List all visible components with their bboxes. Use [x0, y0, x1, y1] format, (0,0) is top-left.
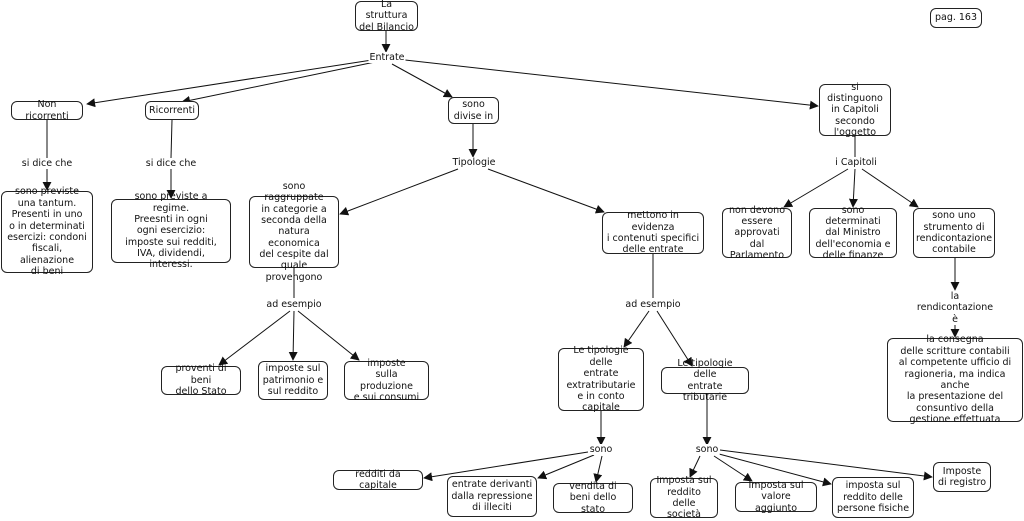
edge-sono-registro [719, 449, 933, 481]
node-reddito-societa[interactable]: Imposta sul reddito delle società [650, 475, 718, 520]
label-la-rendicontazione: la rendicontazione è [915, 291, 995, 326]
node-evidenza[interactable]: mettono in evidenza i contenuti specific… [602, 210, 704, 255]
page-number-badge: pag. 163 [930, 8, 982, 28]
edge-adesempio-proventi [218, 310, 291, 366]
node-sono-divise-in[interactable]: sono divise in [448, 97, 499, 124]
edge-icapitoli-determ [848, 168, 858, 208]
edge-entrate-capitoli [404, 59, 819, 110]
node-vendita[interactable]: vendita di beni dello stato [553, 481, 633, 515]
label-ad-esempio-1: ad esempio [265, 299, 323, 311]
label-tipologie: Tipologie [451, 157, 497, 169]
edge-tipologie-evid [487, 168, 605, 214]
edge-adesempio-produz [297, 310, 360, 361]
edge-entrate-sono [391, 63, 453, 98]
label-ad-esempio-2: ad esempio [624, 299, 682, 311]
node-repressione[interactable]: entrate derivanti dalla repressione di i… [447, 476, 537, 517]
edge-sono-reddsoc [689, 455, 701, 478]
node-si-distinguono[interactable]: si distinguono in Capitoli secondo l'ogg… [819, 82, 891, 138]
node-consegna[interactable]: la consegna delle scritture contabili al… [887, 334, 1023, 425]
edge-sono-vendita [593, 455, 603, 483]
node-persone-fisiche[interactable]: imposta sul reddito delle persone fisich… [832, 477, 914, 518]
edge-icapitoli-strum [861, 168, 919, 208]
edge-sono-persone [718, 453, 832, 487]
node-registro[interactable]: Imposte di registro [933, 462, 991, 492]
label-sono-2: sono [694, 444, 720, 456]
node-ricorrenti[interactable]: Ricorrenti [145, 101, 199, 120]
label-si-dice-che-1: si dice che [20, 158, 74, 170]
node-non-ricorrenti[interactable]: Non ricorrenti [11, 99, 83, 122]
edge-adesempio-extra [623, 310, 650, 348]
label-si-dice-che-2: si dice che [144, 158, 198, 170]
edge-entrate-nonric [86, 59, 373, 108]
edge-tipologie-raggr [339, 168, 459, 216]
node-root[interactable]: La struttura del Bilancio [355, 0, 418, 33]
edge-adesempio-patrim [288, 310, 298, 361]
node-non-approvati[interactable]: non devono essere approvati dal Parlamen… [722, 205, 792, 261]
edge-ric-sidice [170, 119, 173, 159]
node-patrimonio[interactable]: imposte sul patrimonio e sul reddito [258, 361, 328, 400]
node-strumento[interactable]: sono uno strumento di rendicontazione co… [913, 208, 995, 258]
node-redditi-capitale[interactable]: redditi da capitale [333, 469, 423, 491]
label-entrate: Entrate [368, 52, 406, 64]
edge-icapitoli-nondevono [783, 168, 849, 208]
label-sono-1: sono [588, 444, 614, 456]
edge-adesempio-trib [656, 310, 693, 367]
edge-sono-redditi [423, 451, 589, 482]
node-produzione[interactable]: imposte sulla produzione e sui consumi [344, 358, 429, 403]
node-tributarie[interactable]: Le tipologie delle entrate tributarie [661, 358, 749, 403]
edge-sono-repress [537, 454, 595, 480]
node-proventi[interactable]: proventi di beni dello Stato [161, 363, 241, 397]
node-valore-aggiunto[interactable]: Imposta sul valore aggiunto [735, 480, 817, 514]
node-determinati[interactable]: sono determinati dal Ministro dell'econo… [809, 205, 897, 261]
node-non-ricorrenti-desc[interactable]: sono previste una tantum. Presenti in un… [1, 186, 93, 277]
label-i-capitoli: i Capitoli [834, 157, 878, 169]
edge-entrate-ric [181, 61, 376, 105]
edge-sono-iva [713, 455, 753, 482]
node-extratributarie[interactable]: Le tipologie delle entrate extratributar… [558, 345, 644, 413]
node-ricorrenti-desc[interactable]: sono previste a regime. Preesnti in ogni… [111, 191, 231, 270]
node-raggruppate[interactable]: sono raggruppate in categorie a seconda … [249, 181, 339, 283]
